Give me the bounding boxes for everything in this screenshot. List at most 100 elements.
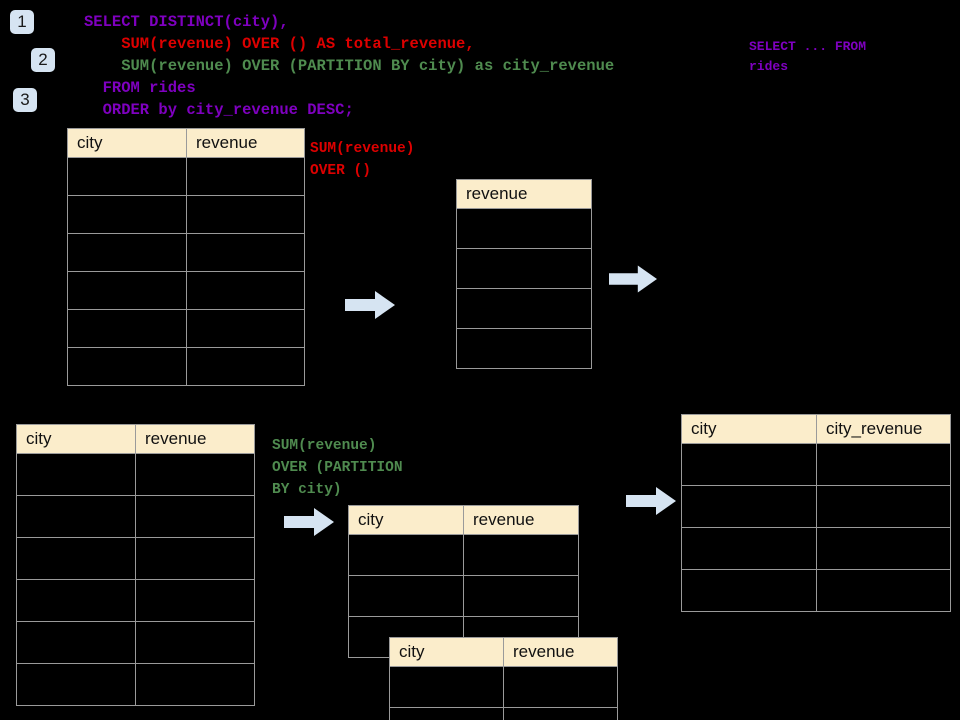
table-header-row: city revenue (389, 637, 618, 667)
cell-city (389, 666, 504, 708)
cell-revenue (186, 309, 305, 348)
arrow-partition-to-result (626, 487, 676, 515)
step-badge-2[interactable]: 2 (31, 48, 55, 72)
cell-city (16, 663, 136, 706)
sql-line-select-distinct: SELECT DISTINCT(city), (84, 13, 289, 31)
table-row (681, 443, 951, 486)
cell-city (67, 157, 187, 196)
cell-revenue (135, 453, 255, 496)
cell-city (16, 579, 136, 622)
table-row (16, 579, 255, 622)
sql-line-from-rides: FROM rides (84, 79, 196, 97)
cell-revenue (135, 663, 255, 706)
table-row (681, 569, 951, 612)
table-row (348, 575, 579, 617)
cell-revenue (456, 328, 592, 369)
step-badge-3[interactable]: 3 (13, 88, 37, 112)
cell-revenue (186, 195, 305, 234)
table-row (67, 157, 305, 196)
cell-city (681, 527, 817, 570)
column-header-revenue: revenue (186, 128, 305, 158)
step-badge-1[interactable]: 1 (10, 10, 34, 34)
table-row (67, 233, 305, 272)
cell-city-revenue (816, 443, 951, 486)
table-row (16, 453, 255, 496)
column-header-revenue: revenue (135, 424, 255, 454)
cell-revenue (135, 621, 255, 664)
cell-revenue (456, 248, 592, 289)
table-row (456, 208, 592, 249)
cell-city (16, 621, 136, 664)
table-row (389, 666, 618, 708)
column-header-revenue: revenue (463, 505, 579, 535)
table-row (67, 271, 305, 310)
table-row (67, 195, 305, 234)
column-header-city: city (389, 637, 504, 667)
annotation-sum-over-empty: SUM(revenue) OVER () (310, 141, 415, 179)
sql-line-sum-over-empty: SUM(revenue) OVER () AS total_revenue, (84, 35, 475, 53)
table-row (16, 495, 255, 538)
annotation-select-from: SELECT ... FROM rides (749, 39, 867, 74)
table-row (681, 485, 951, 528)
sql-line-sum-over-partition: SUM(revenue) OVER (PARTITION BY city) as… (84, 57, 615, 75)
cell-revenue (135, 579, 255, 622)
column-header-city: city (16, 424, 136, 454)
cell-revenue (135, 495, 255, 538)
cell-city (348, 534, 464, 576)
cell-city (67, 309, 187, 348)
table-header-row: city revenue (348, 505, 579, 535)
table-row (681, 527, 951, 570)
table-row (16, 663, 255, 706)
cell-city (681, 569, 817, 612)
cell-revenue (456, 288, 592, 329)
table-row (389, 707, 618, 720)
cell-city-revenue (816, 569, 951, 612)
cell-city (67, 195, 187, 234)
table-row (456, 288, 592, 329)
cell-city (681, 485, 817, 528)
cell-revenue (186, 233, 305, 272)
table-row (456, 328, 592, 369)
table-header-row: revenue (456, 179, 592, 209)
column-header-city: city (67, 128, 187, 158)
cell-revenue (456, 208, 592, 249)
cell-city (348, 575, 464, 617)
rides-source-table-partition: city revenue (16, 424, 255, 706)
column-header-city: city (681, 414, 817, 444)
partition-group-table-a: city revenue (348, 505, 579, 658)
arrow-source-to-total (345, 291, 395, 319)
table-header-row: city revenue (16, 424, 255, 454)
table-row (67, 309, 305, 348)
cell-revenue (463, 534, 579, 576)
cell-city (16, 495, 136, 538)
arrow-source-to-partition (284, 508, 334, 536)
cell-city (681, 443, 817, 486)
cell-revenue (186, 271, 305, 310)
table-row (16, 537, 255, 580)
cell-revenue (135, 537, 255, 580)
annotation-sum-over-partition: SUM(revenue) OVER (PARTITION BY city) (272, 438, 403, 498)
cell-city (67, 233, 187, 272)
table-header-row: city city_revenue (681, 414, 951, 444)
cell-city-revenue (816, 527, 951, 570)
cell-city (67, 271, 187, 310)
column-header-revenue: revenue (503, 637, 618, 667)
cell-city (16, 453, 136, 496)
cell-city (16, 537, 136, 580)
column-header-revenue: revenue (456, 179, 592, 209)
sql-line-order-by: ORDER by city_revenue DESC; (84, 101, 354, 119)
cell-revenue (186, 347, 305, 386)
table-row (348, 534, 579, 576)
table-row (16, 621, 255, 664)
cell-city (389, 707, 504, 720)
cell-city (67, 347, 187, 386)
cell-city-revenue (816, 485, 951, 528)
table-row (456, 248, 592, 289)
cell-revenue (503, 707, 618, 720)
cell-revenue (463, 575, 579, 617)
partition-group-table-b: city revenue (389, 637, 618, 720)
table-header-row: city revenue (67, 128, 305, 158)
cell-revenue (186, 157, 305, 196)
column-header-city: city (348, 505, 464, 535)
